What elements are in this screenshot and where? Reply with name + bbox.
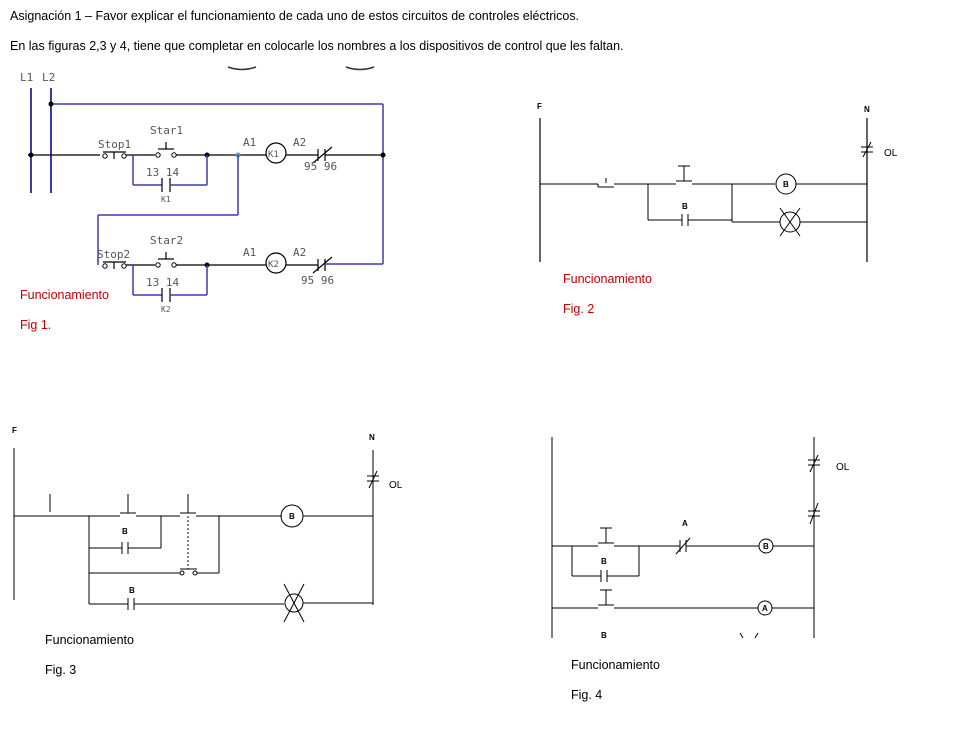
assignment-title: Asignación 1 – Favor explicar el funcion… [10,9,580,23]
fig3-diagram: F N OL B B [12,426,403,623]
fig1-start2-label: Star2 [150,234,183,247]
fig1-caption: Fig 1. [20,318,52,332]
fig1-ol2-label: 95 96 [301,274,334,287]
fig1-funcionamiento-label: Funcionamiento [20,288,109,302]
fig1-a2-label: A2 [293,136,306,149]
fig3-caption: Fig. 3 [45,663,77,677]
fig1-k2-label: K2 [161,305,171,314]
fig1-coil2-label: K2 [268,260,279,270]
fig4-ol-label: OL [836,462,850,473]
fig4-a-coil-label: A [762,604,768,613]
fig4-funcionamiento-label: Funcionamiento [571,658,660,672]
fig1-start1-label: Star1 [150,124,183,137]
fig4-b-bottom-label: B [601,631,607,640]
fig2-n-label: N [864,105,870,114]
fig1-k1-label: K1 [161,195,171,204]
fig1-stop1-label: Stop1 [98,138,131,151]
fig3-funcionamiento-label: Funcionamiento [45,633,134,647]
fig3-f-label: F [12,426,17,435]
fig1-l1-label: L1 [20,71,33,84]
fig1-l2-label: L2 [42,71,55,84]
fig4-caption: Fig. 4 [571,688,603,702]
fig2-ol-label: OL [884,148,898,159]
fig2-b-contact-label: B [682,202,688,211]
fig3-ol-label: OL [389,480,403,491]
fig1-a1-label: A1 [243,136,256,149]
fig3-b-contact1-label: B [122,527,128,536]
fig4-diagram: OL A B B A B [551,437,850,640]
fig4-b-contact-label: B [601,557,607,566]
fig1-aux1-label: 13 14 [146,166,179,179]
fig2-funcionamiento-label: Funcionamiento [563,272,652,286]
fig1-ol1-label: 95 96 [304,160,337,173]
fig3-n-label: N [369,433,375,442]
fig1-a2-2-label: A2 [293,246,306,259]
fig3-b-coil-label: B [289,512,295,521]
fig2-f-label: F [537,102,542,111]
fig1-diagram: L1 L2 Stop1 Star1 A1 K1 A2 95 [20,66,386,314]
fig1-coil1-label: K1 [268,150,279,160]
fig1-stop2-label: Stop2 [97,248,130,261]
assignment-instructions: En las figuras 2,3 y 4, tiene que comple… [10,39,624,53]
fig2-diagram: F N OL B B [537,102,898,262]
fig1-aux2-label: 13 14 [146,276,179,289]
fig4-b-coil-label: B [763,542,769,551]
fig2-caption: Fig. 2 [563,302,595,316]
fig4-a-contact-label: A [682,519,688,528]
fig3-b-contact2-label: B [129,586,135,595]
fig2-b-coil-label: B [783,180,789,189]
fig1-a1-2-label: A1 [243,246,256,259]
